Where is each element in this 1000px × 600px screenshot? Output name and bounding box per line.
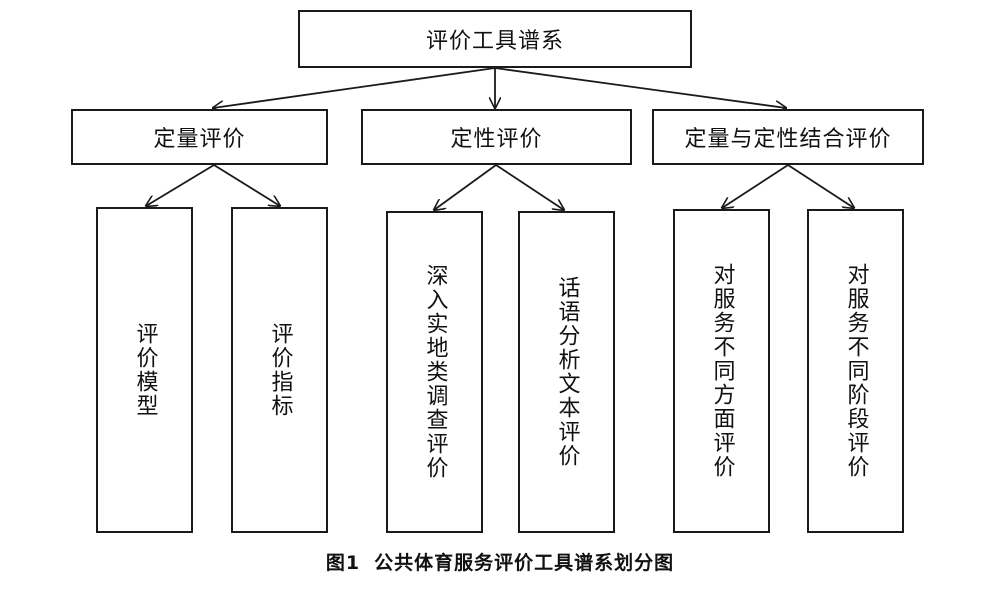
category-label: 定量与定性结合评价 [684,127,892,152]
arrow-qualitative-to-discourse [495,164,564,210]
arrow-mixed-to-stages [787,164,854,208]
figure-title: 公共体育服务评价工具谱系划分图 [374,552,675,574]
arrow-quantitative-to-index [213,164,280,206]
leaf-node-evaluation-index: 评价指标 [231,207,328,533]
category-label: 定性评价 [450,127,543,152]
category-node-mixed: 定量与定性结合评价 [652,109,924,165]
arrow-qualitative-to-survey [434,164,497,210]
leaf-node-evaluation-model: 评价模型 [96,207,193,533]
leaf-node-service-stages: 对服务不同阶段评价 [807,209,904,533]
category-node-qualitative: 定性评价 [361,109,632,165]
arrow-root-to-quantitative [213,67,496,108]
leaf-node-discourse-analysis: 话语分析文本评价 [518,211,615,533]
arrow-mixed-to-aspects [722,164,789,208]
category-node-quantitative: 定量评价 [71,109,328,165]
figure-caption: 图1 公共体育服务评价工具谱系划分图 [0,548,1000,575]
leaf-label: 对服务不同阶段评价 [843,263,869,479]
leaf-label: 对服务不同方面评价 [709,263,735,479]
leaf-node-service-aspects: 对服务不同方面评价 [673,209,770,533]
figure-number: 图1 [325,552,361,574]
leaf-label: 深入实地类调查评价 [422,264,448,480]
leaf-node-field-survey: 深入实地类调查评价 [386,211,483,533]
leaf-label: 评价模型 [132,322,158,418]
category-label: 定量评价 [153,127,246,152]
leaf-label: 话语分析文本评价 [554,276,580,468]
leaf-label: 评价指标 [267,322,293,418]
arrow-root-to-mixed [494,67,786,108]
root-node: 评价工具谱系 [298,10,692,68]
arrow-quantitative-to-model [146,164,215,206]
root-node-label: 评价工具谱系 [425,29,564,54]
